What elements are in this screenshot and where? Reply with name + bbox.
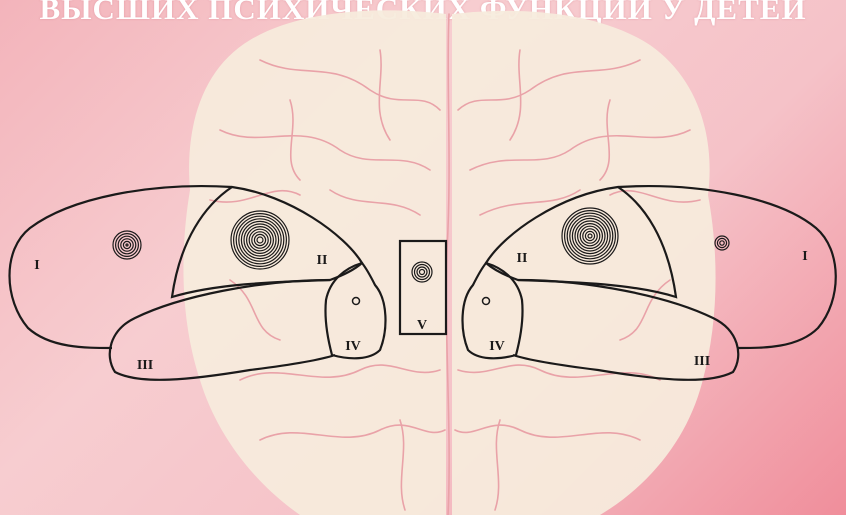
zone-label-I-left: I: [34, 258, 39, 273]
marker-zone-I-right: [715, 236, 729, 250]
zone-label-III-left: III: [137, 358, 153, 373]
brain-left-hemisphere: [183, 10, 446, 515]
zone-label-IV-left: IV: [345, 339, 361, 354]
zone-label-III-right: III: [694, 354, 710, 369]
zone-label-V: V: [417, 318, 427, 333]
zone-label-I-right: I: [802, 249, 807, 264]
zone-label-IV-right: IV: [489, 339, 505, 354]
zone-label-II-right: II: [517, 251, 528, 266]
marker-zone-I-left: [113, 231, 141, 259]
brain-illustration: [183, 10, 715, 515]
zone-label-II-left: II: [317, 253, 328, 268]
